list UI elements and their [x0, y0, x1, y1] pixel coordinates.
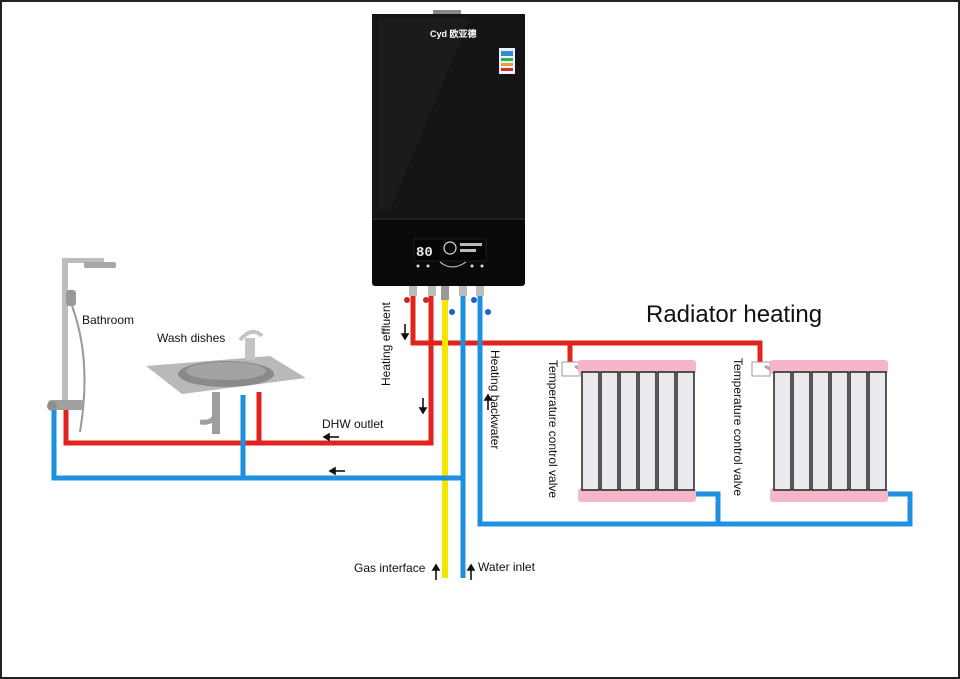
dhw-outlet-pipe [63, 296, 434, 446]
wash-dishes-label: Wash dishes [157, 331, 225, 345]
radiator-1-top [578, 360, 696, 374]
radiator-2 [751, 360, 888, 502]
bathroom-label: Bathroom [82, 313, 134, 327]
boiler: Cyd 欧亚德 80 [372, 10, 525, 315]
radiator-1-bottom [578, 488, 696, 502]
heating-backwater-label: Heating backwater [488, 350, 502, 449]
dhw-outlet-label: DHW outlet [322, 417, 384, 431]
water-inlet-label: Water inlet [478, 560, 536, 574]
temp-control-valve-label-1: Temperature control valve [546, 360, 560, 498]
radiator-1 [561, 360, 696, 502]
radiator-2-top [770, 360, 888, 374]
boiler-valves [404, 286, 491, 315]
gas-interface-label: Gas interface [354, 561, 426, 575]
flow-arrows [322, 324, 493, 580]
boiler-brand: Cyd 欧亚德 [430, 28, 477, 39]
shower [47, 258, 116, 433]
radiator-heating-title: Radiator heating [646, 301, 822, 328]
temp-control-valve-label-2: Temperature control valve [731, 358, 745, 496]
heating-effluent-label: Heating effluent [379, 301, 393, 386]
heating-supply-pipe [410, 296, 763, 366]
pipes [51, 296, 913, 578]
boiler-display: 80 [413, 238, 487, 268]
radiator-2-bottom [770, 488, 888, 502]
wash-basin [146, 329, 306, 434]
display-temp: 80 [416, 245, 433, 261]
